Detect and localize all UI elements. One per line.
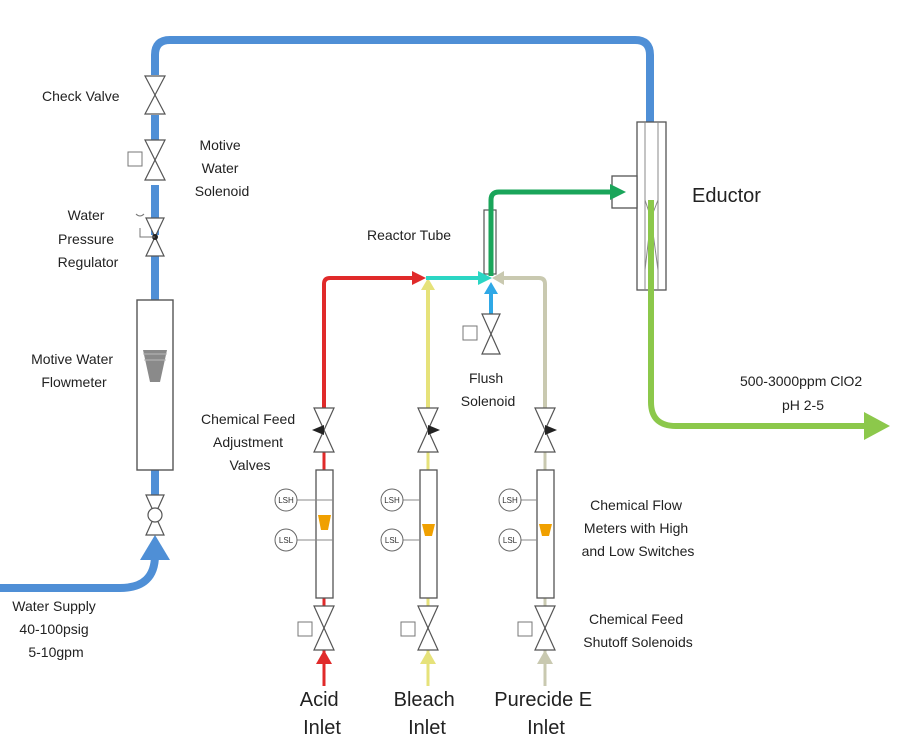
acid-low-switch-text: LSL [279, 536, 294, 545]
acid-high-switch: LSH [274, 488, 298, 512]
acid-high-switch-text: LSH [278, 496, 294, 505]
purecide-inlet-label: Purecide E Inlet [494, 689, 597, 739]
bleach-low-switch: LSL [380, 528, 404, 552]
mixing-line [426, 271, 492, 285]
motive-water-solenoid-label-line2: Water [202, 160, 239, 176]
chemical-flow-meters-label-line1: Chemical Flow [590, 497, 683, 513]
bleach-flowmeter [402, 469, 438, 599]
product-output-label-line1: 500-3000ppm ClO2 [740, 373, 862, 389]
product-output-arrow [864, 412, 890, 440]
eductor-label: Eductor [692, 185, 761, 207]
reactor-outlet-arrow [610, 184, 626, 200]
chemical-feed-shutoff-solenoids-label-line1: Chemical Feed [589, 611, 683, 627]
check-valve-label: Check Valve [42, 88, 120, 104]
purecide-shutoff-solenoid [517, 605, 556, 651]
purecide-high-switch: LSH [498, 488, 522, 512]
acid-shutoff-solenoid [297, 605, 335, 651]
purecide-high-switch-text: LSH [502, 496, 518, 505]
motive-water-line [0, 36, 663, 592]
purecide-inlet-name: Purecide E [494, 689, 592, 711]
bleach-high-switch: LSH [380, 488, 404, 512]
chemical-feed-adjustment-valves-label-line1: Chemical Feed [201, 411, 295, 427]
acid-line-arrow [412, 271, 426, 285]
flush-line-arrow [484, 282, 498, 294]
chemical-flow-meters-label-line2: Meters with High [584, 520, 688, 536]
flush-solenoid-label-line2: Solenoid [461, 393, 516, 409]
chemical-feed-shutoff-solenoids-label-line2: Shutoff Solenoids [583, 634, 693, 650]
water-pressure-regulator-label-line3: Regulator [58, 254, 119, 270]
purecide-low-switch-text: LSL [503, 536, 518, 545]
chemical-feed-adjustment-valves-label-line2: Adjustment [213, 434, 283, 450]
bleach-shutoff-solenoid [400, 605, 439, 651]
bleach-line [420, 278, 436, 686]
acid-inlet-arrow [316, 650, 332, 664]
bleach-inlet-arrow [420, 650, 436, 664]
bleach-adjustment-valve [417, 407, 440, 453]
reactor-tube-label: Reactor Tube [367, 227, 451, 243]
water-supply-label-line3: 5-10gpm [28, 644, 83, 660]
water-supply-label: Water Supply 40-100psig 5-10gpm [12, 598, 99, 660]
motive-water-valve [145, 494, 165, 536]
acid-inlet-label: Acid Inlet [300, 689, 344, 739]
chemical-feed-adjustment-valves-label: Chemical Feed Adjustment Valves [201, 411, 299, 473]
chemical-flow-meters-label: Chemical Flow Meters with High and Low S… [582, 497, 695, 559]
purecide-line [492, 271, 553, 686]
water-pressure-regulator-label: Water Pressure Regulator [58, 207, 119, 270]
check-valve [144, 75, 166, 115]
motive-water-solenoid-label: Motive Water Solenoid [195, 137, 250, 199]
acid-low-switch: LSL [274, 528, 298, 552]
flush-solenoid-label: Flush Solenoid [461, 370, 516, 409]
purecide-flowmeter [521, 469, 555, 599]
motive-water-flowmeter-label: Motive Water Flowmeter [31, 351, 117, 390]
product-output-label-line2: pH 2-5 [782, 397, 824, 413]
purecide-line-arrow [492, 271, 504, 285]
purecide-low-switch: LSL [498, 528, 522, 552]
water-pressure-regulator-label-line1: Water [68, 207, 105, 223]
eductor [611, 121, 667, 291]
purecide-adjustment-valve [534, 407, 557, 453]
purecide-inlet-suffix: Inlet [527, 717, 565, 739]
bleach-low-switch-text: LSL [385, 536, 400, 545]
water-inlet-arrow [140, 535, 170, 560]
motive-water-solenoid-label-line1: Motive [199, 137, 240, 153]
purecide-inlet-arrow [537, 650, 553, 664]
chemical-feed-shutoff-solenoids-label: Chemical Feed Shutoff Solenoids [583, 611, 693, 650]
water-supply-label-line2: 40-100psig [19, 621, 88, 637]
chemical-feed-adjustment-valves-label-line3: Valves [230, 457, 271, 473]
water-pressure-regulator [135, 213, 165, 257]
motive-water-flowmeter-label-line2: Flowmeter [41, 374, 107, 390]
product-output-label: 500-3000ppm ClO2 pH 2-5 [740, 373, 866, 413]
motive-water-solenoid-label-line3: Solenoid [195, 183, 250, 199]
acid-flowmeter [296, 469, 334, 599]
flush-solenoid-label-line1: Flush [469, 370, 503, 386]
chemical-flow-meters-label-line3: and Low Switches [582, 543, 695, 559]
bleach-high-switch-text: LSH [384, 496, 400, 505]
flush-solenoid [462, 313, 501, 355]
acid-adjustment-valve [312, 407, 335, 453]
flush-line [484, 282, 498, 314]
motive-water-flowmeter [136, 299, 174, 471]
bleach-inlet-suffix: Inlet [408, 717, 446, 739]
bleach-line-arrow [421, 278, 435, 290]
product-output-line [648, 200, 890, 440]
motive-water-flowmeter-label-line1: Motive Water [31, 351, 113, 367]
water-supply-label-line1: Water Supply [12, 598, 96, 614]
acid-inlet-suffix: Inlet [303, 717, 341, 739]
motive-water-solenoid [127, 139, 166, 181]
bleach-inlet-name: Bleach [394, 689, 455, 711]
acid-inlet-name: Acid [300, 689, 339, 711]
bleach-inlet-label: Bleach Inlet [394, 689, 461, 739]
acid-line [316, 271, 426, 686]
reactor-outlet-line [488, 184, 626, 276]
water-pressure-regulator-label-line2: Pressure [58, 231, 114, 247]
